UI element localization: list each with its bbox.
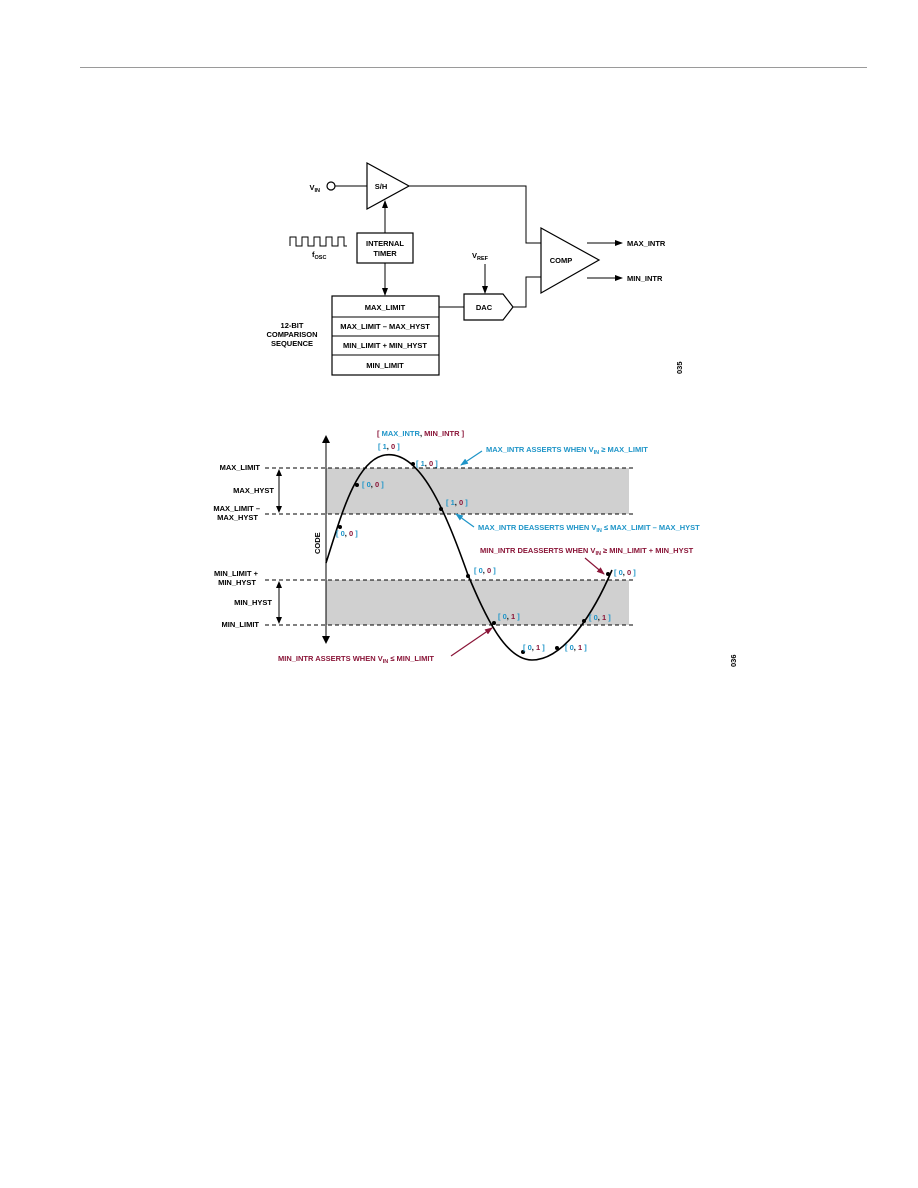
sample-points bbox=[338, 462, 610, 654]
vin-label: VIN bbox=[309, 183, 320, 194]
state-legend: [ MAX_INTR, MIN_INTR ] bbox=[377, 429, 465, 438]
sequence-row: MIN_LIMIT bbox=[366, 361, 404, 370]
dac-output-wire bbox=[513, 276, 541, 308]
comp-label: COMP bbox=[550, 256, 573, 265]
vin-terminal bbox=[326, 181, 336, 191]
state-tag: [ 0, 1 ] bbox=[523, 643, 545, 652]
internal-timer-label-2: TIMER bbox=[373, 249, 397, 258]
vin-waveform bbox=[325, 454, 613, 661]
sequence-label-3: SEQUENCE bbox=[271, 339, 313, 348]
level-min-limit-plus-2: MIN_HYST bbox=[218, 578, 256, 587]
max-intr-label: MAX_INTR bbox=[627, 239, 666, 248]
figure-id-bottom: 036 bbox=[729, 654, 738, 667]
sequence-row: MAX_LIMIT bbox=[365, 303, 406, 312]
state-tag: [ 1, 0 ] bbox=[378, 442, 400, 451]
annotation-max-deassert: MAX_INTR DEASSERTS WHEN VIN ≤ MAX_LIMIT … bbox=[478, 523, 700, 534]
state-tag: [ 0, 1 ] bbox=[589, 613, 611, 622]
annotation-max-deassert-arrow bbox=[455, 513, 475, 528]
block-diagram: VIN S/H INTERNAL TIMER fOSC MAX_LIMIT MA… bbox=[266, 161, 684, 376]
state-tag: [ 0, 1 ] bbox=[498, 612, 520, 621]
sample-hold-amplifier bbox=[366, 161, 411, 211]
sequence-label-2: COMPARISON bbox=[266, 330, 317, 339]
sequence-label-1: 12-BIT bbox=[281, 321, 304, 330]
header-rule bbox=[80, 67, 867, 68]
min-hyst-band bbox=[326, 580, 629, 625]
level-max-limit-minus-2: MAX_HYST bbox=[217, 513, 258, 522]
annotation-max-assert: MAX_INTR ASSERTS WHEN VIN ≥ MAX_LIMIT bbox=[486, 445, 648, 456]
level-max-hyst: MAX_HYST bbox=[233, 486, 274, 495]
level-max-limit-minus-1: MAX_LIMIT – bbox=[213, 504, 260, 513]
max-hyst-band bbox=[326, 468, 629, 514]
dac-block bbox=[463, 293, 514, 321]
comparator bbox=[540, 226, 601, 295]
state-tag: [ 0, 0 ] bbox=[362, 480, 384, 489]
hysteresis-diagram: CODE MAX_LIMIT MAX_HYST MAX_LIMIT – MAX_… bbox=[213, 429, 738, 667]
state-tag: [ 1, 0 ] bbox=[446, 498, 468, 507]
level-min-hyst: MIN_HYST bbox=[234, 598, 272, 607]
sh-label: S/H bbox=[375, 182, 388, 191]
annotation-min-assert: MIN_INTR ASSERTS WHEN VIN ≤ MIN_LIMIT bbox=[278, 654, 434, 665]
state-tag: [ 0, 0 ] bbox=[474, 566, 496, 575]
annotation-min-assert-arrow bbox=[450, 627, 493, 657]
axis-arrow-up bbox=[322, 435, 330, 443]
fosc-label: fOSC bbox=[312, 250, 326, 261]
level-max-limit: MAX_LIMIT bbox=[220, 463, 261, 472]
clock-waveform bbox=[289, 236, 347, 247]
level-min-limit: MIN_LIMIT bbox=[222, 620, 260, 629]
axis-arrow-down bbox=[322, 636, 330, 644]
sequence-row: MIN_LIMIT + MIN_HYST bbox=[343, 341, 427, 350]
min-intr-label: MIN_INTR bbox=[627, 274, 663, 283]
internal-timer-label-1: INTERNAL bbox=[366, 239, 404, 248]
vref-label: VREF bbox=[472, 251, 489, 262]
annotation-min-deassert: MIN_INTR DEASSERTS WHEN VIN ≥ MIN_LIMIT … bbox=[480, 546, 694, 557]
level-min-limit-plus-1: MIN_LIMIT + bbox=[214, 569, 259, 578]
state-tag: [ 0, 0 ] bbox=[614, 568, 636, 577]
sh-output-wire bbox=[409, 185, 541, 244]
state-tag: [ 0, 0 ] bbox=[336, 529, 358, 538]
annotation-min-deassert-arrow bbox=[584, 557, 605, 575]
internal-timer-block bbox=[356, 232, 414, 264]
annotation-max-assert-arrow bbox=[460, 450, 483, 466]
code-axis-label: CODE bbox=[313, 532, 322, 554]
dac-label: DAC bbox=[476, 303, 493, 312]
sequence-row: MAX_LIMIT – MAX_HYST bbox=[340, 322, 430, 331]
state-tag: [ 1, 0 ] bbox=[416, 459, 438, 468]
state-tag: [ 0, 1 ] bbox=[565, 643, 587, 652]
figure-id-top: 035 bbox=[675, 361, 684, 374]
